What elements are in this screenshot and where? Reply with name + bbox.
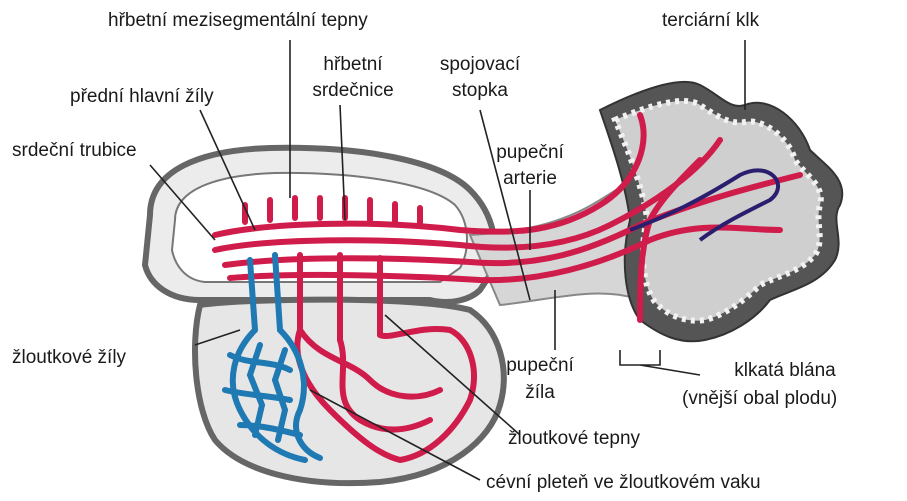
- label-dorsal-aorta-line1: hřbetní: [308, 54, 398, 76]
- label-connecting-stalk-line2: stopka: [420, 80, 540, 102]
- label-connecting-stalk-line1: spojovací: [420, 54, 540, 76]
- label-dorsal-aorta-line2: srdečnice: [298, 80, 408, 102]
- label-dorsal-intersegmental-arteries: hřbetní mezisegmentální tepny: [108, 10, 368, 32]
- label-vitelline-veins: žloutkové žíly: [12, 347, 126, 369]
- label-vitelline-arteries: žloutkové tepny: [508, 428, 640, 450]
- label-chorion-line2: (vnější obal plodu): [682, 388, 837, 410]
- label-yolk-sac-plexus: cévní pleteň ve žloutkovém vaku: [486, 472, 761, 494]
- label-anterior-cardinal-veins: přední hlavní žíly: [70, 86, 214, 108]
- label-umbilical-vein-line2: žíla: [490, 382, 590, 404]
- label-chorion-line1: klkatá blána: [700, 360, 870, 382]
- label-umbilical-artery-line1: pupeční: [480, 142, 580, 164]
- label-umbilical-vein-line1: pupeční: [490, 355, 590, 377]
- label-umbilical-artery-line2: arterie: [480, 168, 580, 190]
- label-heart-tube: srdeční trubice: [12, 140, 137, 162]
- label-tertiary-villus: terciární klk: [662, 10, 759, 32]
